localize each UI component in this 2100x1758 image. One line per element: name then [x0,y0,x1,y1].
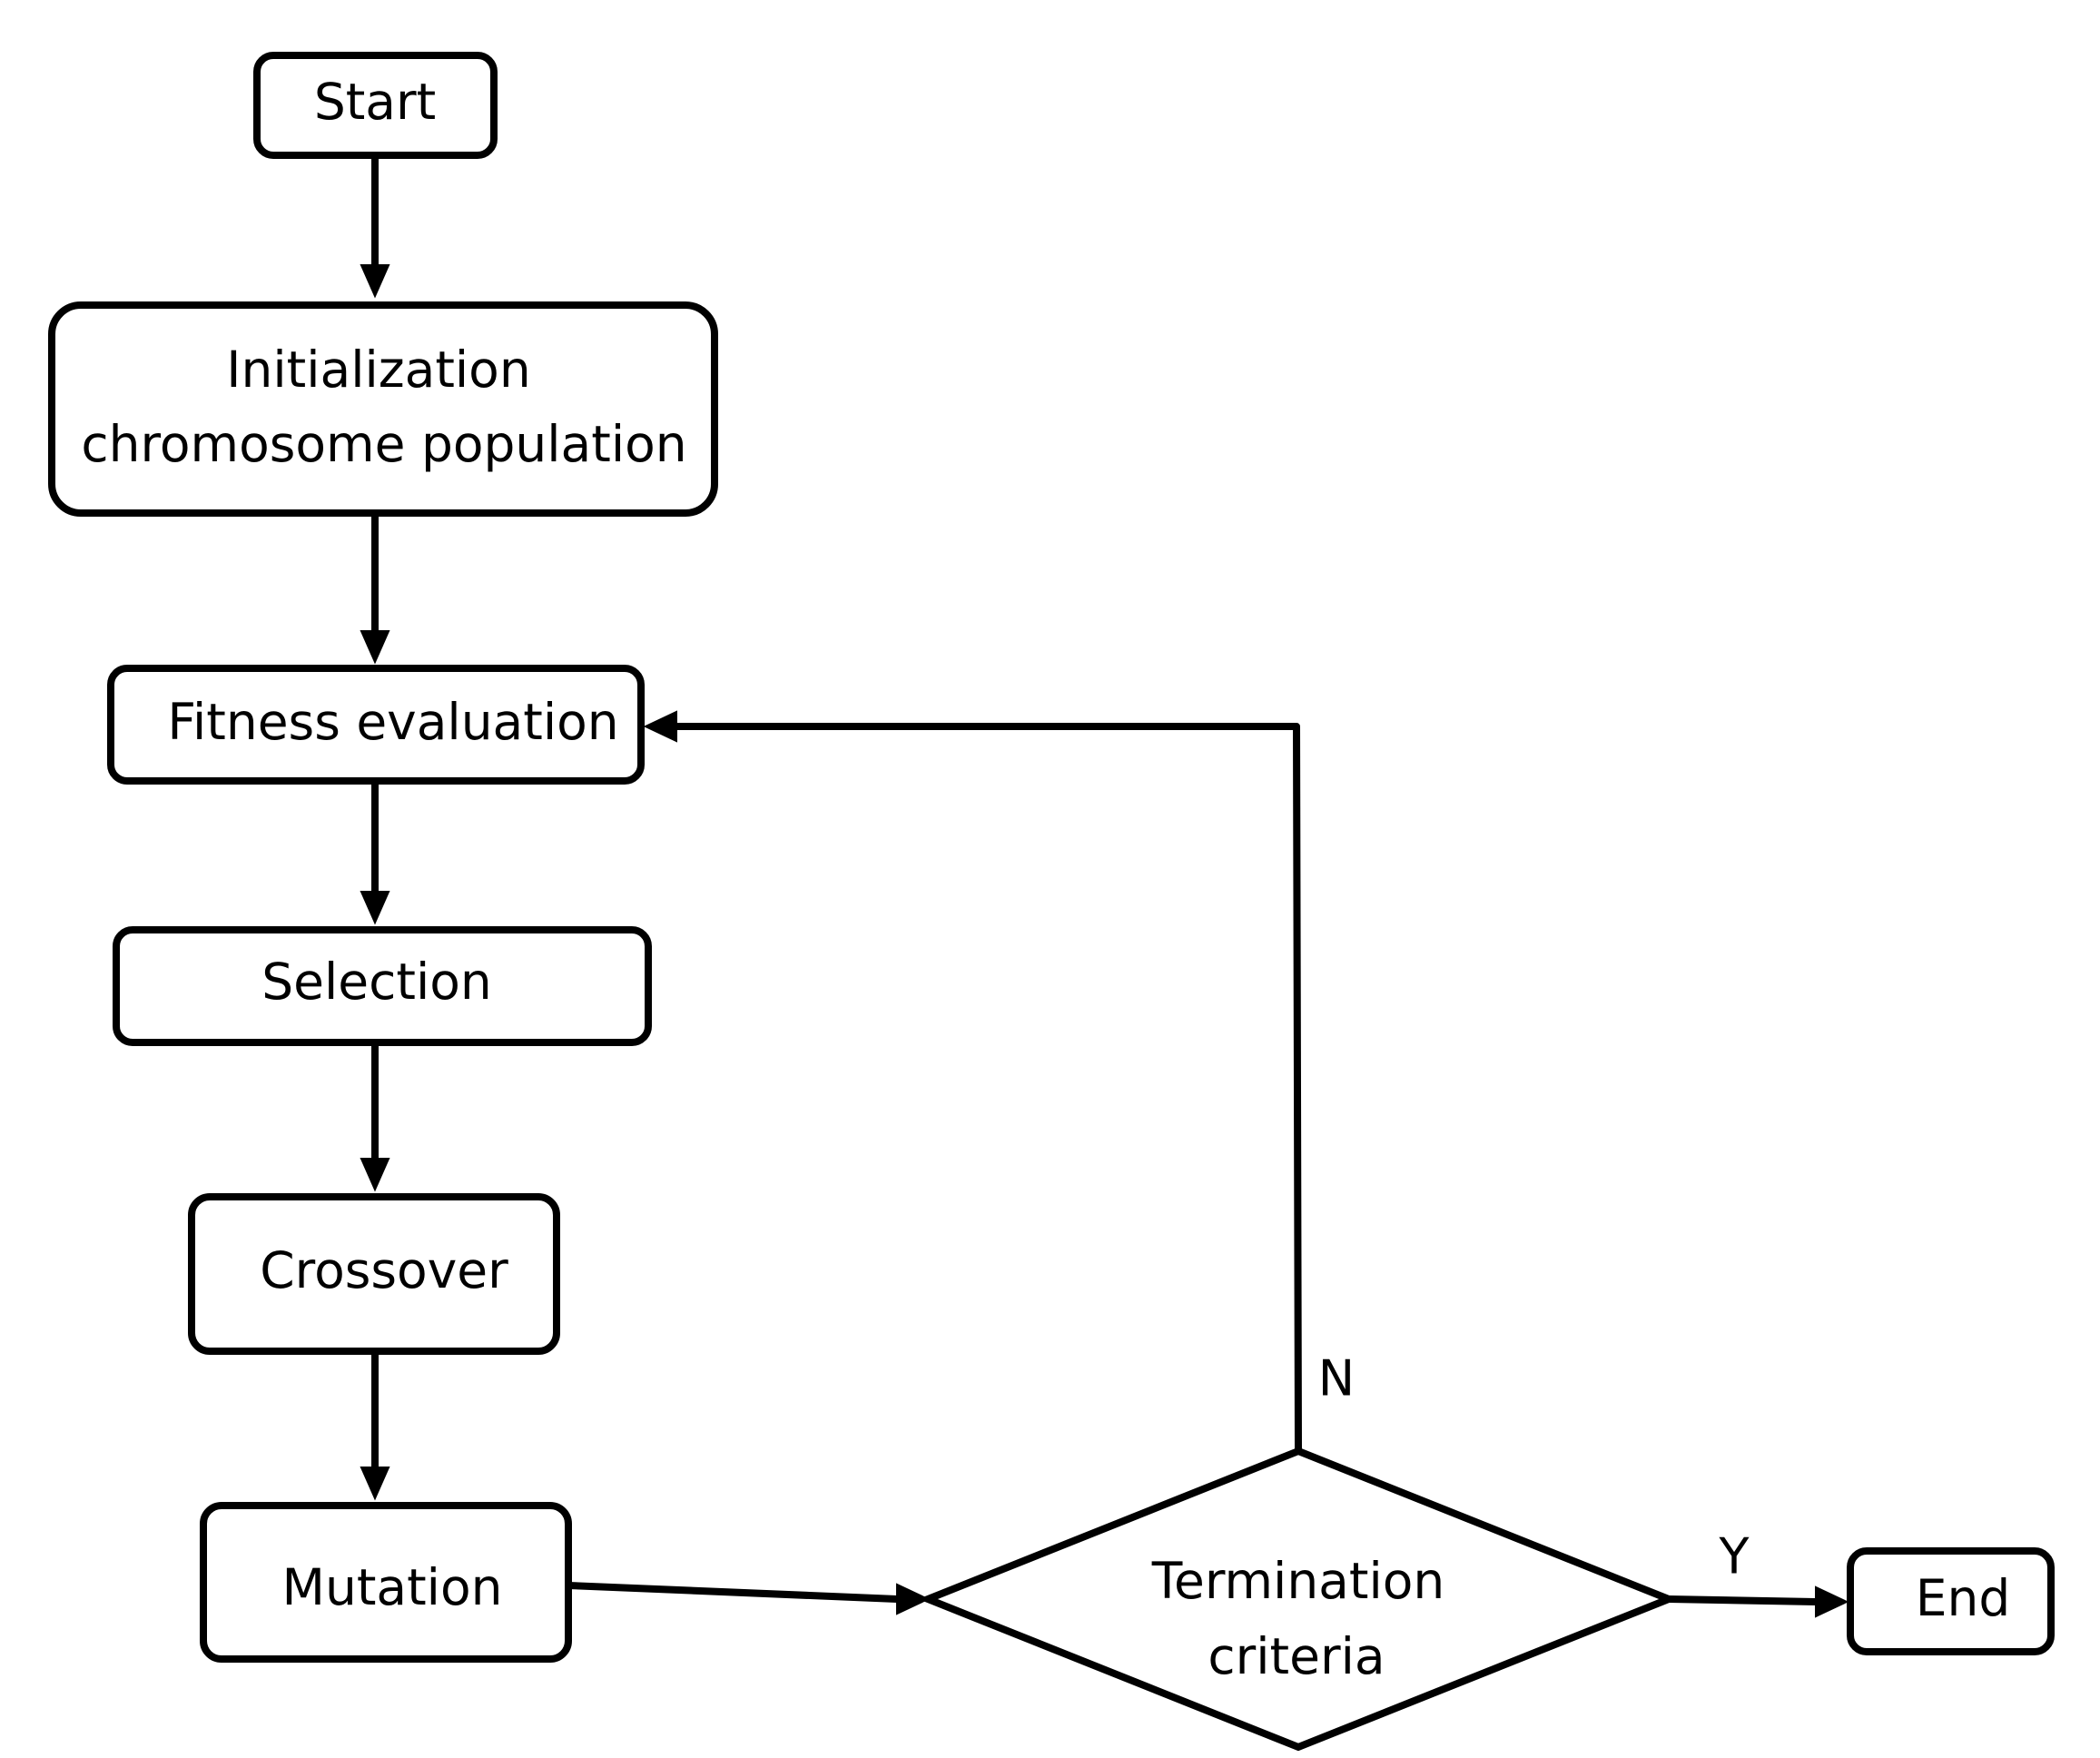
end-box [1847,1547,2055,1655]
yes-branch-label: Y [1719,1528,1750,1585]
arrowhead-mutation [360,1467,390,1501]
arrowhead-crossover [360,1158,390,1192]
edge-termination-to-fitness-loop [673,723,1302,1454]
arrowhead-selection [360,891,390,925]
selection-node: Selection [113,926,652,1046]
arrowhead-initialization [360,264,390,299]
edge-termination-to-end [1665,1595,1819,1605]
fitness-evaluation-label: Fitness evaluation [167,693,618,751]
end-node: End [1847,1547,2055,1655]
start-box [253,52,498,159]
termination-criteria-label-line-1: Termination [1151,1552,1445,1610]
termination-criteria-diamond [918,1447,1679,1752]
arrowhead-fitness-loop [643,710,677,743]
no-branch-label: N [1318,1350,1355,1407]
crossover-node: Crossover [188,1193,560,1355]
arrowhead-fitness [360,630,390,665]
termination-criteria-node: Termination criteria [918,1447,1679,1752]
fitness-evaluation-box [107,665,645,785]
crossover-box [188,1193,560,1355]
initialization-box [48,301,718,517]
arrowhead-end [1815,1585,1849,1618]
edge-mutation-to-termination [565,1582,901,1603]
start-label: Start [314,73,436,131]
connectors [360,153,1849,1618]
crossover-label: Crossover [260,1241,508,1299]
end-label: End [1916,1569,2011,1627]
start-node: Start [253,52,498,159]
selection-box [113,926,652,1046]
initialization-label-line-2: chromosome population [81,415,686,473]
termination-criteria-label-line-2: criteria [1208,1627,1385,1685]
mutation-node: Mutation [200,1502,572,1663]
fitness-evaluation-node: Fitness evaluation [107,665,645,785]
initialization-node: Initialization chromosome population [48,301,718,517]
arrowhead-termination [896,1583,931,1615]
initialization-label-line-1: Initialization [226,341,530,399]
mutation-label: Mutation [282,1558,503,1616]
selection-label: Selection [261,953,491,1011]
mutation-box [200,1502,572,1663]
